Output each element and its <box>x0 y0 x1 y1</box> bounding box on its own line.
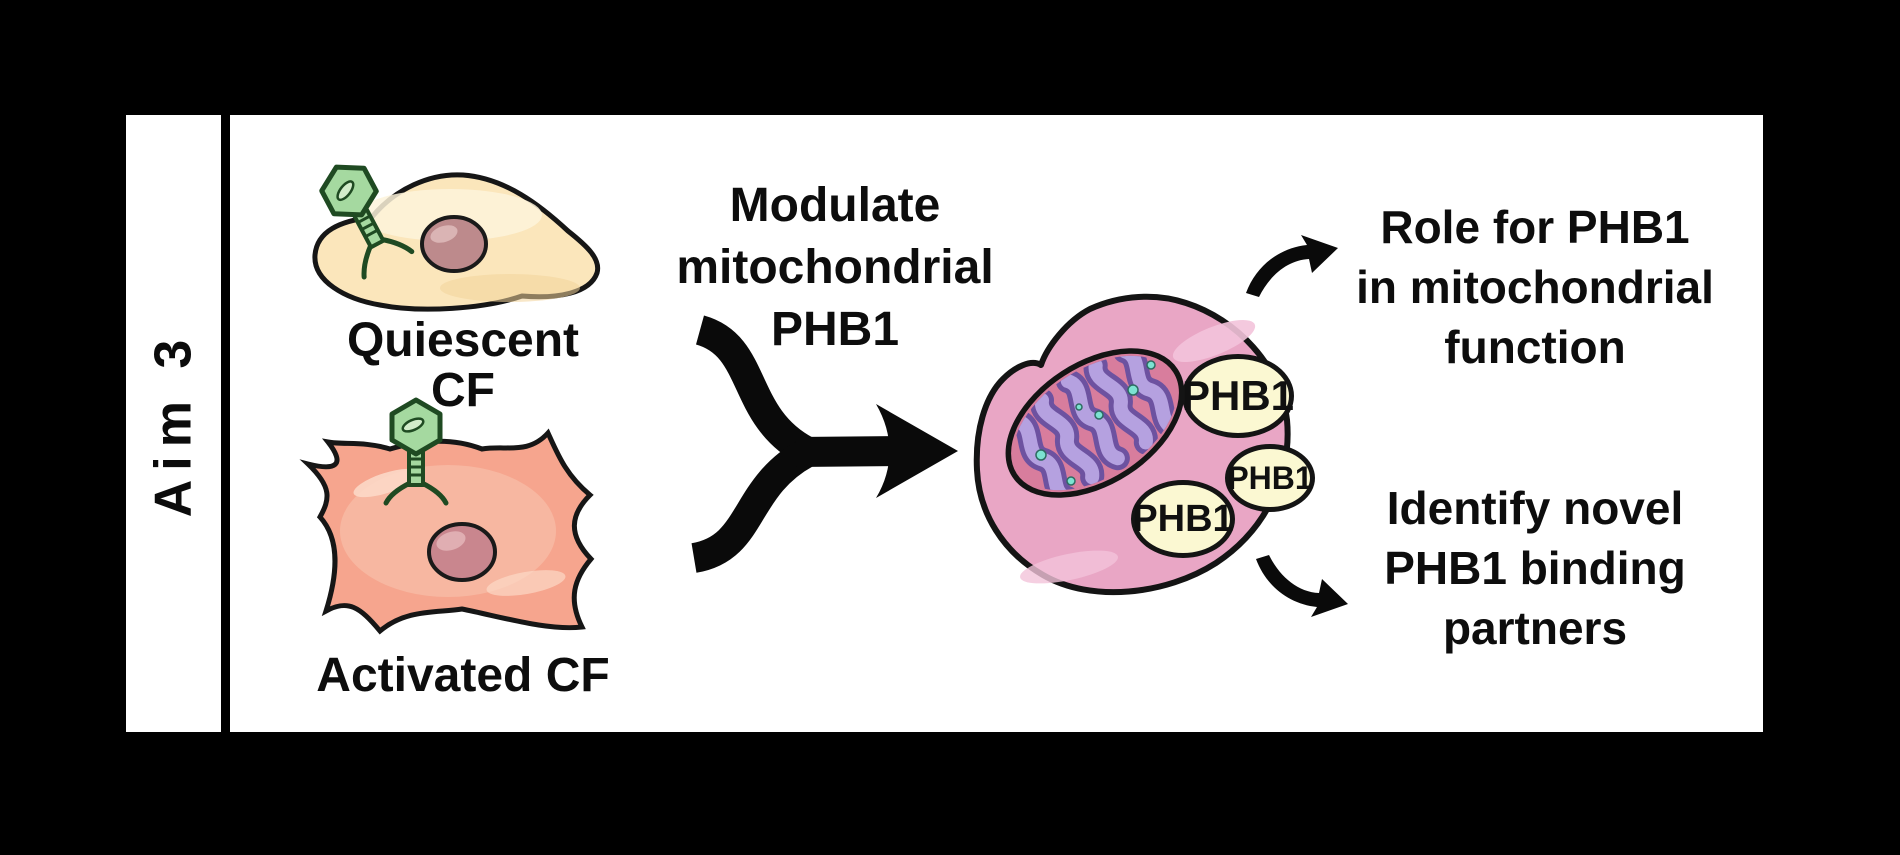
process-text-line2: mitochondrial <box>676 241 994 294</box>
cristae <box>1005 339 1187 511</box>
bacteriophage-icon <box>383 397 449 506</box>
quiescent-cell-illustration <box>312 164 601 312</box>
outcome-text-1: Role for PHB1 in mitochondrial function <box>1355 197 1715 377</box>
process-text-line1: Modulate <box>729 179 941 232</box>
cell-sheen <box>353 468 419 498</box>
cell-highlight <box>358 189 542 241</box>
nucleus <box>427 522 497 582</box>
aim-label-column: Aim 3 <box>126 115 221 732</box>
curved-arrow-down-icon <box>1256 555 1348 617</box>
quiescent-cf-label: Quiescent CF <box>346 314 580 417</box>
phb1-badge-medium: PHB1 <box>1131 480 1235 558</box>
membrane-highlight <box>1020 550 1118 584</box>
outcome-text-2: Identify novel PHB1 binding partners <box>1355 478 1715 658</box>
process-text: Modulate mitochondrial PHB1 <box>670 175 1000 361</box>
cell-shadow <box>440 274 580 302</box>
bacteriophage-icon <box>319 164 415 280</box>
merge-arrow-icon <box>690 315 958 573</box>
curved-arrow-up-icon <box>1246 235 1338 297</box>
phb1-badge-label: PHB1 <box>1132 497 1234 540</box>
outcome1-line2: in mitochondrial <box>1356 261 1714 313</box>
process-text-line3: PHB1 <box>770 303 900 356</box>
phb1-badge-small: PHB1 <box>1225 444 1315 512</box>
outcome2-line1: Identify novel <box>1386 482 1684 534</box>
phb1-badge-label: PHB1 <box>1227 459 1313 496</box>
outcome2-line2: PHB1 binding <box>1384 542 1686 594</box>
activated-cell-illustration <box>299 397 595 635</box>
nucleus-highlight <box>430 225 458 243</box>
column-divider <box>221 115 230 732</box>
activated-cf-label: Activated CF <box>316 649 610 702</box>
outcome2-line3: partners <box>1442 602 1628 654</box>
nucleus-highlight <box>436 531 466 551</box>
aim3-panel: Aim 3 Quiescent CF <box>126 115 1763 732</box>
outcome1-line1: Role for PHB1 <box>1380 201 1690 253</box>
phb1-badge-label: PHB1 <box>1181 372 1295 419</box>
phb1-badge-large: PHB1 <box>1182 354 1294 438</box>
nucleus <box>420 215 488 273</box>
aim-label: Aim 3 <box>144 330 203 517</box>
outcome1-line3: function <box>1444 321 1626 373</box>
membrane-highlight <box>1172 320 1256 362</box>
cell-sheen <box>486 570 566 596</box>
